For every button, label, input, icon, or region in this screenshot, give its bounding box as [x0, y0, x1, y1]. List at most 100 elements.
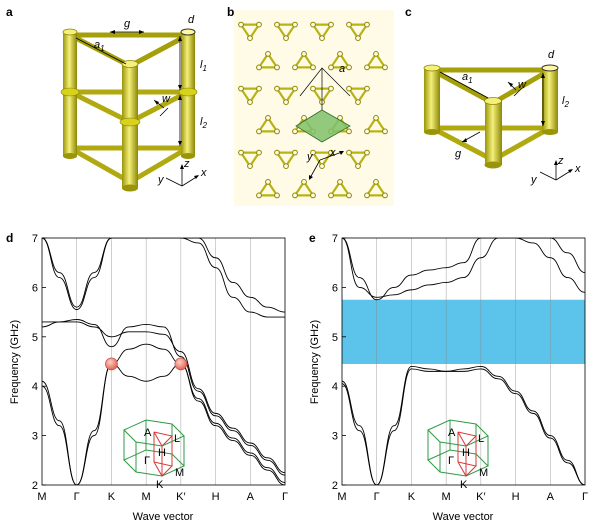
panel-c-rods — [423, 64, 559, 169]
lattice-rod — [247, 163, 253, 170]
ytick-label: 7 — [32, 233, 38, 245]
lattice-rod — [346, 128, 352, 135]
panel-a-annotations: g d a1 l1 l2 w z y x — [75, 14, 207, 187]
axis-y: y — [306, 151, 314, 163]
lattice-rod — [310, 149, 316, 156]
lattice-rod — [355, 99, 361, 105]
band-series-2 — [42, 319, 285, 476]
label-d: d — [548, 49, 555, 61]
lattice-triangle — [238, 23, 262, 41]
lattice-rod — [256, 149, 262, 156]
lattice-rod — [256, 64, 262, 71]
lattice-rod — [382, 128, 388, 135]
dirac-point — [105, 357, 118, 371]
label-l1: l1 — [200, 59, 207, 73]
lattice-triangle — [364, 51, 388, 69]
xtick-label: Γ — [582, 491, 588, 503]
lattice-rod — [265, 115, 271, 121]
panel-b-label: b — [227, 5, 234, 19]
lattice-triangle — [310, 151, 334, 169]
band-series-5 — [42, 238, 285, 313]
lattice-rod — [256, 128, 262, 135]
label-a1: a1 — [94, 39, 105, 53]
unit-cell — [295, 109, 351, 143]
bz-path-bottom — [153, 461, 173, 477]
lattice-triangle — [346, 23, 370, 41]
xtick-label: Γ — [374, 491, 380, 503]
panel-c-label: c — [405, 5, 412, 19]
band-series-4 — [42, 238, 285, 318]
axis-z: z — [557, 155, 564, 167]
bz-label: M — [479, 467, 488, 479]
label-d: d — [188, 14, 195, 26]
xtick-label: A — [547, 491, 555, 503]
lattice-rod — [310, 64, 316, 71]
lattice-triangle — [328, 179, 352, 197]
bz-path-top — [457, 431, 477, 447]
dirac-point — [174, 357, 188, 371]
lattice-rod — [373, 51, 379, 57]
lattice-rod — [301, 179, 307, 185]
lattice-rod — [328, 192, 334, 199]
lattice-triangle — [328, 51, 352, 69]
lattice-rod — [328, 85, 334, 92]
lattice-rod — [364, 128, 370, 135]
lattice-rod — [283, 163, 289, 170]
lattice-rod — [310, 192, 316, 199]
lattice-rod — [265, 51, 271, 57]
lattice-rod — [364, 21, 370, 28]
xtick-label: M — [442, 491, 451, 503]
lattice-triangle — [238, 87, 262, 105]
axis-y: y — [157, 174, 165, 186]
lattice-rod — [301, 51, 307, 57]
panel-c-annotations: d a1 w l2 g z y x — [439, 49, 581, 186]
lattice-rod — [292, 85, 298, 92]
lattice-rod — [310, 85, 316, 92]
axis-x: x — [200, 167, 207, 179]
lattice-rod — [256, 192, 262, 199]
xtick-label: A — [247, 491, 255, 503]
lattice-triangle — [274, 87, 298, 105]
lattice-rod — [274, 21, 280, 28]
bz-label: Γ — [448, 455, 454, 467]
panel-b: b a y x — [227, 5, 394, 206]
ytick-label: 5 — [332, 332, 338, 344]
xtick-label: K — [408, 491, 416, 503]
bz-label: L — [478, 433, 484, 445]
xtick-label: K′ — [476, 491, 485, 503]
chart-d-xlabel: Wave vector — [133, 511, 194, 523]
ytick-label: 3 — [32, 431, 38, 443]
chart-e-ylabel: Frequency (GHz) — [309, 320, 321, 404]
bz-label: K — [156, 479, 164, 491]
xtick-label: H — [512, 491, 520, 503]
lattice-rod — [319, 163, 325, 170]
lattice-rod — [256, 85, 262, 92]
label-g: g — [455, 148, 462, 160]
lattice-triangle — [346, 87, 370, 105]
xtick-label: M — [142, 491, 151, 503]
lattice-rod — [382, 192, 388, 199]
lattice-rod — [328, 149, 334, 156]
chart-d-ylabel: Frequency (GHz) — [9, 320, 21, 404]
chart-e-frame — [341, 237, 586, 486]
bz-path-top — [153, 431, 173, 447]
band-series-3 — [342, 238, 585, 298]
band-gap — [342, 299, 585, 364]
lattice-rod — [256, 21, 262, 28]
ytick-label: 2 — [32, 480, 38, 492]
lattice-rod — [337, 51, 343, 57]
band-series-0 — [42, 363, 285, 485]
lattice-rod — [346, 85, 352, 92]
lattice-rod — [346, 21, 352, 28]
ytick-label: 3 — [332, 431, 338, 443]
lattice-rod — [247, 35, 253, 41]
xtick-label: K — [108, 491, 116, 503]
label-g: g — [124, 18, 131, 30]
lattice-rod — [292, 149, 298, 156]
lattice-triangle — [238, 151, 262, 169]
lattice-rod — [328, 64, 334, 71]
lattice-rod — [247, 99, 253, 105]
band-series-2 — [342, 238, 585, 301]
